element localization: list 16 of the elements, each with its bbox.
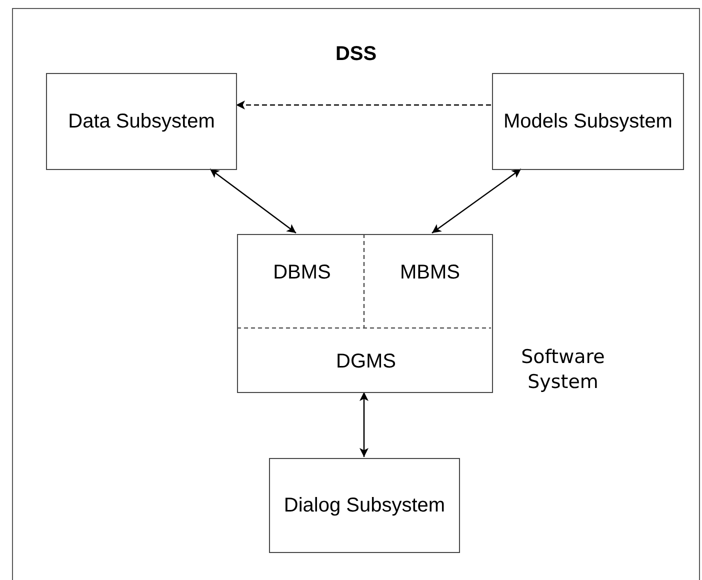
arrow xyxy=(210,168,296,234)
box-label: Data Subsystem xyxy=(68,110,215,133)
frame-label: DSS xyxy=(335,43,377,66)
arrow xyxy=(360,392,368,457)
subsystem-box xyxy=(269,458,460,553)
box-label: Models Subsystem xyxy=(504,110,672,133)
diagram-frame xyxy=(12,8,700,580)
dashed-arrow xyxy=(236,100,491,110)
box-label: Dialog Subsystem xyxy=(284,494,446,517)
box-label: MBMS xyxy=(400,262,460,284)
subsystem-box xyxy=(492,73,684,170)
box-label: DGMS xyxy=(336,350,396,374)
side-label: Software System xyxy=(520,345,606,395)
subsystem-box xyxy=(46,73,237,170)
box-label: DBMS xyxy=(273,262,331,284)
arrow xyxy=(432,168,522,234)
